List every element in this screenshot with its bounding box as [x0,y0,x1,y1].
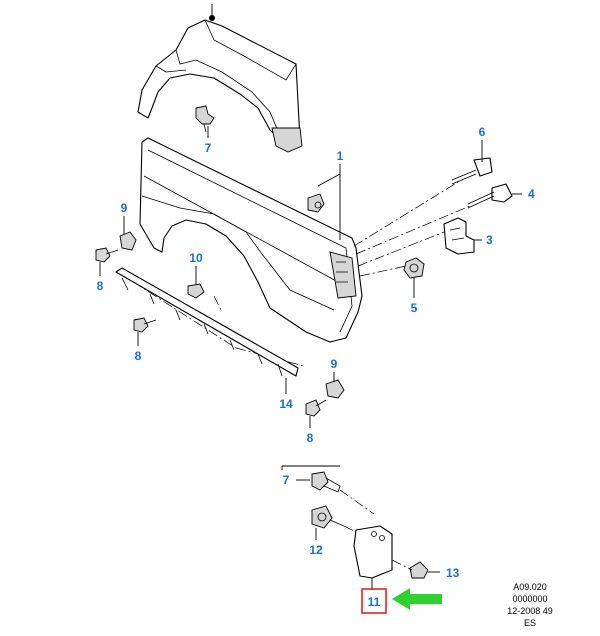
clip-9-upper: 9 [119,201,137,251]
bracket-3: 3 [443,217,493,255]
rear-side-panel: 1 [139,137,363,343]
striker-6: 6 [451,125,493,185]
callout-13: 13 [446,566,460,580]
bolt-7-lower: 7 [283,471,341,493]
pointer-arrow [392,588,442,610]
screw-8-lower: 8 [305,399,327,445]
bolt-4: 4 [467,183,535,209]
callout-9-lower: 9 [331,357,338,371]
callout-8-upper: 8 [97,279,104,293]
reference-line-4: ES [524,618,536,628]
callout-11-highlighted: 11 [361,588,387,614]
bolt-1 [307,193,325,213]
callout-1: 1 [337,149,344,163]
nut-5: 5 [403,257,425,315]
callout-4: 4 [528,187,535,201]
callout-5: 5 [411,301,418,315]
screw-8-upper: 8 [95,247,119,293]
callout-8-lower: 8 [307,431,314,445]
callout-8-middle: 8 [135,349,142,363]
bolt-12: 12 [309,505,345,557]
wheel-arch-liner [137,4,303,153]
callout-12: 12 [309,543,323,557]
reference-line-1: A09.020 [513,582,547,592]
reference-block: A09.020 0000000 12-2008 49 ES [507,582,553,628]
reference-line-2: 0000000 [512,594,547,604]
clip-7-top: 7 [195,105,215,155]
callout-14: 14 [279,397,293,411]
callout-11: 11 [368,595,381,609]
callout-7-top: 7 [205,141,212,155]
callout-7-lower: 7 [283,473,290,487]
reference-line-3: 12-2008 49 [507,606,553,616]
callout-6: 6 [479,125,486,139]
screw-8-middle: 8 [133,317,157,363]
clip-9-lower: 9 [325,357,345,399]
callout-10: 10 [189,251,203,265]
sill-moulding-14: 14 [115,267,299,411]
clip-13: 13 [391,559,460,580]
clip-10: 10 [187,251,205,299]
mud-flap-11 [353,525,393,590]
callout-9-upper: 9 [121,201,128,215]
highlight-box [361,588,387,614]
callout-3: 3 [486,233,493,247]
